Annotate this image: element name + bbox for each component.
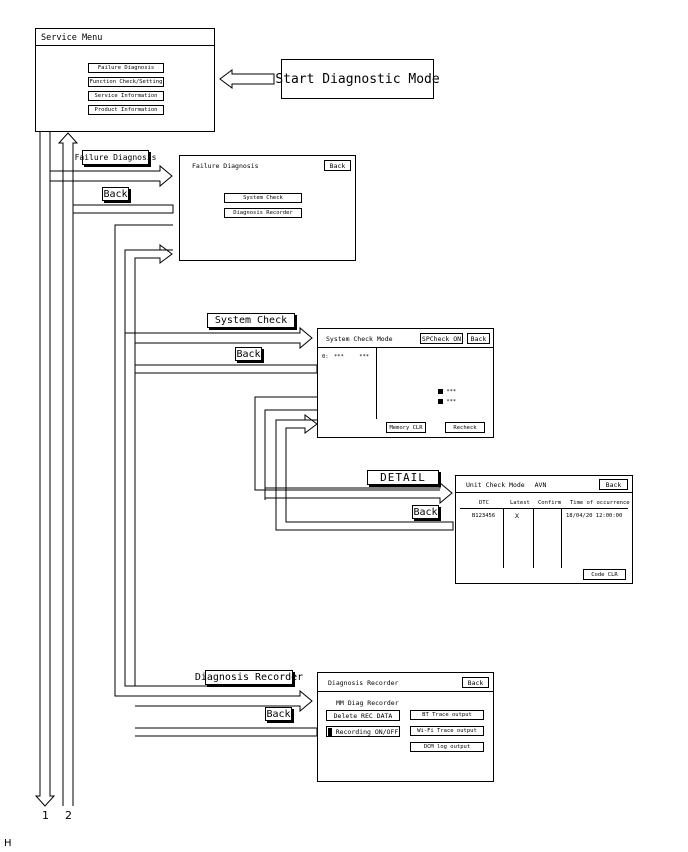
figure-code: H [4, 838, 12, 849]
wifi-trace-output-button[interactable]: Wi-Fi Trace output [410, 726, 484, 736]
back-line-4 [135, 727, 318, 737]
row-time: 18/04/20 12:00:00 [566, 513, 623, 519]
label-back-3: Back [412, 505, 439, 519]
system-check-top-divider [318, 347, 493, 348]
vertical-line-1 [34, 131, 56, 807]
loop-outer-2 [254, 396, 440, 491]
row-latest: X [515, 512, 519, 520]
system-check-row: 0: *** *** [322, 354, 369, 360]
service-menu-title: Service Menu [41, 33, 103, 43]
diagnosis-recorder-back-button[interactable]: Back [462, 677, 489, 688]
service-menu-item-product-information[interactable]: Product Information [88, 105, 164, 115]
failure-diagnosis-item-system-check[interactable]: System Check [224, 193, 302, 203]
service-menu-screen: Service Menu Failure Diagnosis Function … [35, 28, 215, 132]
failure-diagnosis-title: Failure Diagnosis [192, 162, 259, 170]
col-divider-3 [561, 508, 562, 568]
start-arrow [219, 69, 275, 89]
service-menu-divider [36, 45, 214, 46]
line-number-2: 2 [65, 809, 72, 822]
service-menu-item-failure-diagnosis[interactable]: Failure Diagnosis [88, 63, 164, 73]
unit-check-back-button[interactable]: Back [599, 479, 628, 490]
delete-rec-data-button[interactable]: Delete REC DATA [326, 710, 400, 721]
row-value-1: *** [333, 354, 344, 360]
unit-check-title-divider [456, 492, 632, 493]
arrow-to-unit-check [265, 481, 453, 505]
marker-value-2: *** [446, 399, 457, 405]
square-icon [438, 389, 443, 394]
recording-label: Recording ON/OFF [335, 727, 399, 736]
failure-diagnosis-item-diagnosis-recorder[interactable]: Diagnosis Recorder [224, 208, 302, 218]
marker-value-1: *** [446, 389, 457, 395]
header-divider [460, 508, 628, 509]
recording-indicator-icon [327, 727, 332, 736]
arrow-to-system-check [125, 326, 313, 350]
memory-clr-button[interactable]: Memory CLR [386, 422, 426, 433]
bt-trace-output-button[interactable]: BT Trace output [410, 710, 484, 720]
latest-header: Latest [510, 500, 530, 506]
arrow-to-failure-diagnosis-return [125, 244, 173, 686]
loop-outer-1 [114, 224, 290, 697]
label-detail: DETAIL [367, 470, 439, 485]
arrow-to-diagnosis-recorder [135, 689, 313, 713]
start-diagnostic-mode-label: Start Diagnostic Mode [275, 59, 440, 99]
recording-on-off-button[interactable]: Recording ON/OFF [326, 726, 400, 737]
system-check-title: System Check Mode [326, 335, 393, 343]
failure-diagnosis-screen: Failure Diagnosis Back System Check Diag… [179, 155, 356, 261]
system-check-back-button[interactable]: Back [467, 333, 490, 344]
row-prefix: 0: [322, 354, 329, 360]
marker-row-1: *** [438, 389, 456, 395]
label-diagnosis-recorder: Diagnosis Recorder [194, 670, 304, 685]
line-number-1: 1 [42, 809, 49, 822]
marker-row-2: *** [438, 399, 456, 405]
vertical-line-2 [57, 132, 79, 806]
square-icon [438, 399, 443, 404]
spcheck-on-button[interactable]: SPCheck ON [420, 333, 463, 344]
diagnosis-recorder-screen: Diagnosis Recorder Back MM Diag Recorder… [317, 672, 494, 782]
code-clr-button[interactable]: Code CLR [583, 569, 626, 580]
dcm-log-output-button[interactable]: DCM log output [410, 742, 484, 752]
arrow-to-failure-diagnosis [50, 164, 173, 188]
unit-check-title-row: Unit Check Mode AVN [466, 481, 546, 489]
mm-diag-recorder-subtitle: MM Diag Recorder [336, 699, 399, 707]
diagnosis-recorder-title: Diagnosis Recorder [328, 679, 399, 687]
recheck-button[interactable]: Recheck [445, 422, 485, 433]
service-menu-item-function-check[interactable]: Function Check/Setting [88, 77, 164, 87]
unit-check-title: Unit Check Mode [466, 481, 525, 489]
label-back-4: Back [265, 707, 292, 721]
label-back-2: Back [235, 347, 262, 361]
back-line-2 [135, 364, 318, 374]
row-dtc: B123456 [472, 513, 496, 519]
time-header: Time of occurrence [570, 500, 630, 506]
label-failure-diagnosis: Failure Diagnosis [75, 150, 156, 165]
label-system-check: System Check [207, 313, 295, 328]
arrow-to-system-check-return [275, 414, 454, 531]
system-check-column-divider [376, 347, 377, 419]
row-value-2: *** [359, 354, 370, 360]
loop-inner-2 [264, 409, 317, 500]
service-menu-item-service-information[interactable]: Service Information [88, 91, 164, 101]
unit-check-screen: Unit Check Mode AVN Back DTC Latest Conf… [455, 475, 633, 584]
dtc-header: DTC [479, 500, 489, 506]
col-divider-2 [533, 508, 534, 568]
unit-check-unit: AVN [534, 481, 547, 489]
failure-diagnosis-back-button[interactable]: Back [324, 160, 351, 171]
col-divider-1 [503, 508, 504, 568]
back-line-1 [73, 204, 174, 214]
confirm-header: Confirm [538, 500, 562, 506]
system-check-screen: System Check Mode SPCheck ON Back 0: ***… [317, 328, 494, 438]
label-back-1: Back [102, 187, 129, 201]
diagnosis-recorder-title-divider [318, 691, 493, 692]
